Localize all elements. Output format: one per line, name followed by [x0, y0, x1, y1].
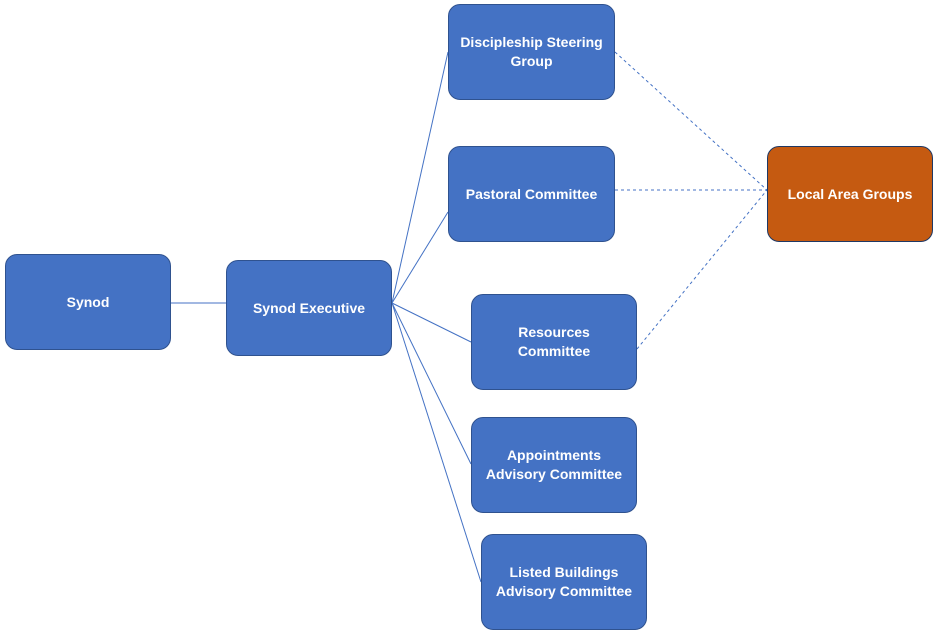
node-synod-executive-label: Synod Executive [252, 299, 366, 316]
node-local-area-groups: Local Area Groups [767, 146, 933, 242]
node-synod-executive: Synod Executive [226, 260, 392, 356]
node-local-area-label: Local Area Groups [787, 185, 913, 202]
connector-executive-listed-buildings [391, 302, 482, 583]
connector-executive-resources [391, 302, 472, 343]
node-discipleship-steering-group: Discipleship Steering Group [448, 4, 615, 100]
node-resources-label: Resources Committee [517, 324, 591, 359]
dashed-discipleship-local-area [614, 51, 768, 191]
node-synod-label: Synod [66, 293, 110, 310]
node-listed-buildings-label: Listed Buildings Advisory Committee [495, 564, 633, 599]
connector-executive-appointments [391, 302, 472, 465]
node-resources-committee: Resources Committee [471, 294, 637, 390]
dashed-resources-local-area [636, 189, 768, 350]
node-appointments-advisory-committee: Appointments Advisory Committee [471, 417, 637, 513]
node-listed-buildings-advisory-committee: Listed Buildings Advisory Committee [481, 534, 647, 630]
node-synod: Synod [5, 254, 171, 350]
node-pastoral-label: Pastoral Committee [465, 185, 598, 202]
node-discipleship-label: Discipleship Steering Group [460, 34, 603, 69]
connector-executive-discipleship [391, 51, 449, 304]
connector-executive-pastoral [391, 211, 449, 304]
node-pastoral-committee: Pastoral Committee [448, 146, 615, 242]
node-appointments-label: Appointments Advisory Committee [485, 447, 623, 482]
